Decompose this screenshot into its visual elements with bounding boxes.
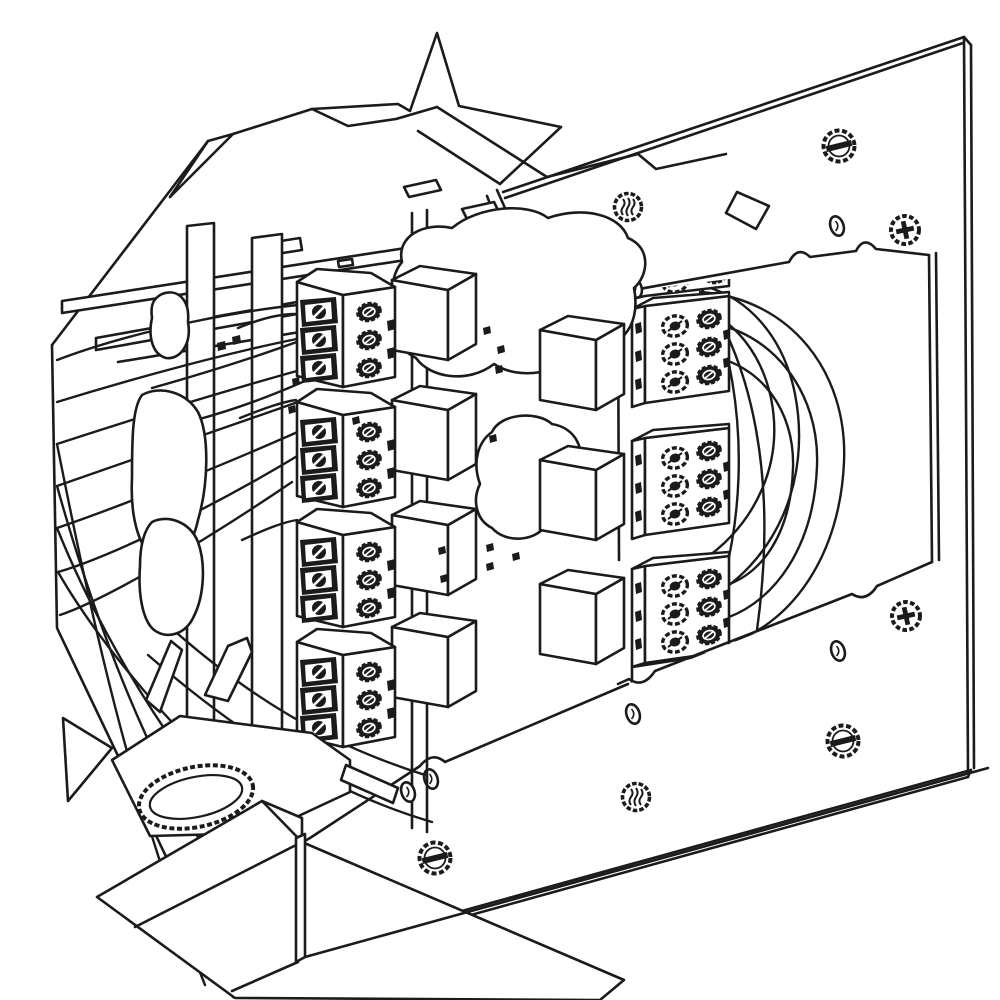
terminal-column-left — [297, 257, 396, 747]
bracket-tab — [724, 190, 771, 231]
terminal-column-right — [630, 254, 730, 694]
spacer-box — [390, 499, 478, 597]
sheet-metal-bracket — [50, 31, 771, 347]
spacer-stack-right — [538, 314, 626, 666]
slotted-screw — [825, 723, 861, 759]
phillips-screw — [889, 214, 921, 246]
base-plate — [95, 799, 626, 1000]
slotted-screw — [417, 840, 453, 876]
terminal-block-right-2 — [632, 424, 730, 539]
terminal-cap-notch — [336, 257, 355, 269]
scalloped-cutout — [136, 763, 256, 831]
phillips-screw — [890, 600, 922, 632]
spacer-box — [538, 444, 626, 542]
bent-tab — [203, 636, 254, 703]
spacer-box — [390, 384, 478, 482]
base-tab — [339, 763, 400, 805]
base-bracket — [95, 636, 626, 1000]
bracket-slot — [402, 178, 443, 199]
wire-bundle-blobs — [130, 207, 647, 637]
spacer-box — [390, 264, 478, 362]
front-panel-edge — [230, 766, 990, 993]
knurled-standoff-top — [612, 191, 644, 223]
terminal-block-left-1 — [297, 269, 396, 387]
bent-tab — [144, 639, 184, 714]
terminal-block-left-4 — [297, 629, 396, 747]
terminal-block-left-3 — [297, 509, 396, 627]
knurled-standoff-bottom — [620, 781, 652, 813]
terminal-block-left-2 — [297, 389, 396, 507]
spacer-box — [538, 314, 626, 412]
terminal-block-right-1 — [632, 292, 730, 407]
spacer-box — [538, 568, 626, 666]
clip-marks — [217, 326, 520, 583]
slotted-screw — [821, 128, 857, 164]
spacer-box — [390, 611, 478, 709]
